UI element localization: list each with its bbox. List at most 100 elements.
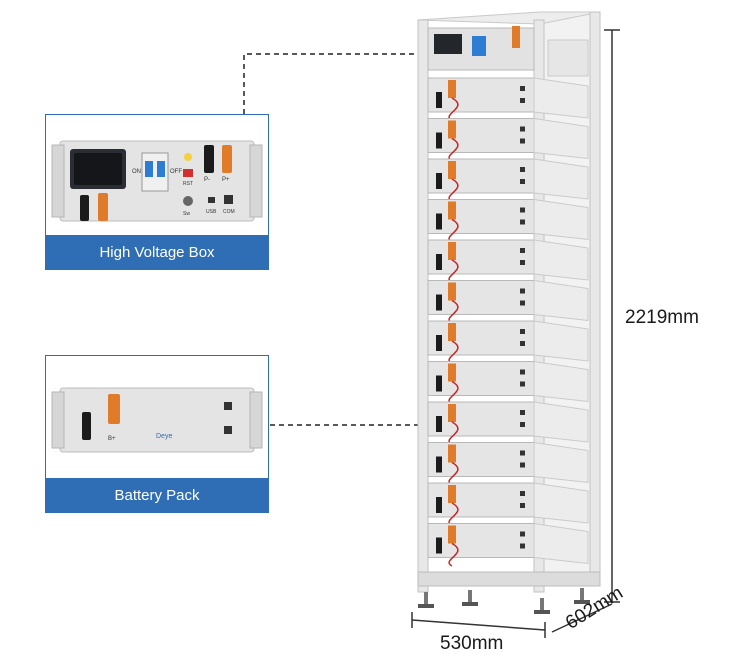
rack-foot-stem	[540, 598, 544, 610]
rack-foot-pad	[418, 604, 434, 608]
rack-battery-black-connector	[436, 213, 442, 230]
black-connector	[80, 195, 89, 221]
battery-pack-label: Battery Pack	[46, 478, 268, 512]
port-bottom	[224, 426, 232, 434]
rack-battery-port	[520, 341, 525, 346]
width-dimension-line	[411, 619, 546, 631]
rack-battery-black-connector	[436, 456, 442, 473]
high-voltage-box-label: High Voltage Box	[46, 235, 268, 269]
p-minus-text: P-	[204, 177, 210, 183]
rack-battery-black-connector	[436, 537, 442, 554]
high-voltage-box-photo: ON OFF RST P- P+ Sw USB COM	[46, 115, 268, 237]
high-voltage-box-card: ON OFF RST P- P+ Sw USB COM High Voltage…	[45, 114, 269, 270]
rack-battery-module	[427, 118, 535, 153]
rack-base	[417, 571, 601, 587]
hv-leader-line	[243, 53, 420, 114]
rack-battery-port	[520, 329, 525, 334]
rack-battery-port	[520, 86, 525, 91]
usb-text: USB	[206, 209, 217, 215]
rack-battery-black-connector	[436, 132, 442, 149]
rack-battery-side	[533, 158, 589, 200]
rack-battery-orange-connector	[448, 242, 456, 260]
rack-battery-orange-connector	[448, 282, 456, 301]
rack-battery-side	[533, 77, 589, 119]
rack-battery-black-connector	[436, 375, 442, 392]
rack-battery-side	[533, 522, 589, 565]
rack-battery-port	[520, 450, 525, 456]
rack-battery-black-connector	[436, 497, 442, 513]
rack-battery-orange-connector	[448, 363, 456, 382]
rack-battery-module	[427, 523, 535, 558]
rack-battery-module	[427, 280, 535, 315]
rack-battery-orange-connector	[448, 525, 456, 544]
battery-pack-card: B+ Deye Battery Pack	[45, 355, 269, 513]
black-connector	[82, 412, 91, 440]
rack-battery-module	[427, 320, 535, 356]
com-port	[224, 195, 233, 204]
rack-battery-side	[533, 198, 589, 241]
power-knob	[183, 196, 193, 206]
rack-battery-port	[520, 288, 525, 294]
sw-text: Sw	[183, 211, 190, 217]
rack-battery-orange-connector	[448, 485, 456, 503]
rack-hv-breaker	[472, 36, 486, 56]
rack-battery-orange-connector	[448, 323, 456, 341]
rack-battery-port	[520, 300, 525, 306]
rack-battery-port	[520, 248, 525, 253]
depth-dimension-line	[551, 603, 613, 633]
rack-battery-port	[520, 531, 525, 537]
rack-battery-side	[533, 401, 589, 443]
rack-battery-module	[427, 77, 535, 113]
rack-battery-port	[520, 369, 525, 375]
rack-foot-stem	[580, 588, 584, 600]
rack-battery-orange-connector	[448, 161, 456, 179]
brand-logo: Deye	[156, 433, 172, 440]
rack-battery-port	[520, 219, 525, 225]
rack-battery-orange-connector	[448, 404, 456, 422]
rack-battery-black-connector	[436, 92, 442, 108]
switch-off-text: OFF	[170, 169, 182, 175]
rack-link-cable	[448, 542, 459, 567]
rack-battery-side	[533, 482, 589, 524]
rack-hv-side	[547, 39, 589, 77]
rack-foot-pad	[534, 610, 550, 614]
rack-battery-orange-connector	[448, 120, 456, 139]
rack-battery-module	[427, 361, 535, 396]
rack-battery-black-connector	[436, 173, 442, 189]
rack-battery-port	[520, 167, 525, 172]
reset-button	[183, 169, 193, 177]
rack-battery-module	[427, 239, 535, 275]
rack-battery-side	[533, 279, 589, 322]
rack-battery-port	[520, 179, 525, 184]
rack-battery-black-connector	[436, 416, 442, 432]
rack-battery-module	[427, 401, 535, 437]
rack-battery-orange-connector	[448, 80, 456, 98]
rack-battery-port	[520, 126, 525, 132]
rack-battery-module	[427, 199, 535, 234]
orange-connector	[108, 394, 120, 424]
switch-on-text: ON	[132, 169, 141, 175]
rack-battery-port	[520, 462, 525, 468]
rack-battery-port	[520, 381, 525, 387]
p-minus-connector	[204, 145, 214, 173]
rack-battery-black-connector	[436, 335, 442, 351]
rack-battery-port	[520, 260, 525, 265]
rack-battery-port	[520, 410, 525, 415]
p-plus-connector	[222, 145, 232, 173]
rack-battery-port	[520, 422, 525, 427]
battery-pack-photo: B+ Deye	[46, 356, 268, 480]
rack-battery-side	[533, 117, 589, 160]
rack-battery-side	[533, 239, 589, 281]
width-dimension-label: 530mm	[440, 633, 504, 654]
height-dimension-label: 2219mm	[625, 307, 699, 328]
rack-battery-side	[533, 320, 589, 362]
rack-battery-port	[520, 207, 525, 213]
port-top	[224, 402, 232, 410]
orange-connector	[98, 193, 108, 221]
rack-battery-port	[520, 543, 525, 549]
rack-hv-connector	[512, 26, 520, 48]
rack-foot-pad	[574, 600, 590, 604]
rack-hv-screen	[434, 34, 462, 54]
